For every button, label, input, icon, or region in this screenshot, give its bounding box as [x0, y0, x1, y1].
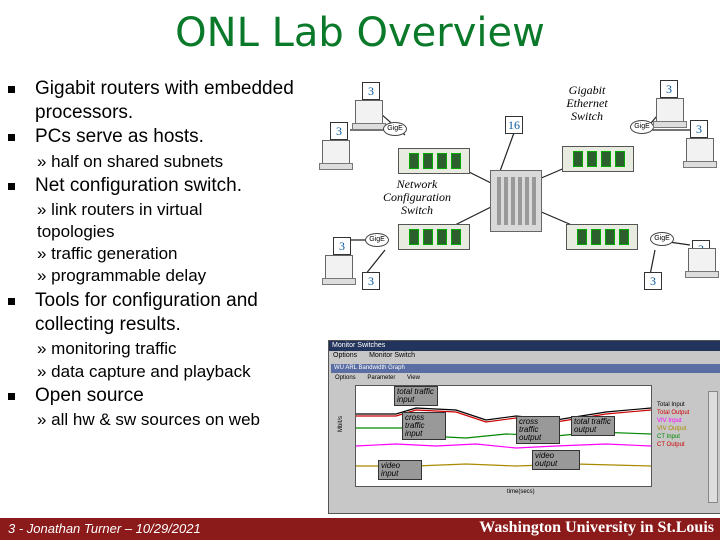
router-icon: [398, 148, 470, 174]
legend-item: CT Output: [657, 442, 685, 448]
pc-icon: [319, 140, 353, 170]
net-config-switch-label: Network Configuration Switch: [382, 177, 451, 217]
graph-xlabel: time(secs): [507, 489, 535, 495]
router-icon: [562, 146, 634, 172]
gige-label: GigE: [650, 232, 674, 246]
menu-view[interactable]: View: [407, 375, 420, 381]
graph-legend: Total Input Total Output VIV Input VIV O…: [657, 401, 715, 449]
annotation-cross-traffic-input: cross traffic input: [402, 412, 446, 440]
monitor-window: Monitor Switches Options Monitor Switch …: [328, 340, 720, 514]
sub-sources-on-web: » all hw & sw sources on web: [37, 410, 260, 429]
pc-count-label: 3: [330, 122, 348, 140]
legend-item: Total Output: [657, 410, 690, 416]
pc-icon: [683, 138, 717, 168]
graph-ylabel: Mbit/s: [338, 415, 345, 433]
pc-icon: [685, 248, 719, 278]
network-switch-icon: [490, 170, 542, 232]
pc-count-label: 3: [333, 237, 351, 255]
graph-window-titlebar: WU ARL Bandwidth Graph: [331, 364, 720, 373]
menu-options[interactable]: Options: [333, 352, 358, 359]
bandwidth-plot: total traffic input cross traffic input …: [355, 385, 652, 487]
footer-text: 3 - Jonathan Turner – 10/29/2021: [8, 521, 201, 536]
pc-count-label: 3: [644, 272, 662, 290]
annotation-total-traffic-output: total traffic output: [571, 416, 615, 436]
scrollbar[interactable]: [708, 391, 718, 503]
switch-port-label: 16: [505, 116, 523, 134]
router-icon: [566, 224, 638, 250]
graph-menubar: Options Parameter View: [331, 374, 717, 383]
annotation-video-input: video input: [378, 460, 422, 480]
sub-monitoring-traffic: » monitoring traffic: [37, 339, 177, 358]
router-icon: [398, 224, 470, 250]
gige-label: GigE: [365, 233, 389, 247]
menu-options[interactable]: Options: [335, 375, 356, 381]
slide-title: ONL Lab Overview: [175, 10, 545, 56]
sub-data-capture: » data capture and playback: [37, 362, 251, 381]
pc-icon: [352, 100, 386, 130]
monitor-menubar: Options Monitor Switch: [329, 351, 720, 361]
monitor-window-titlebar: Monitor Switches: [329, 341, 720, 351]
sub-traffic-generation: » traffic generation: [37, 244, 178, 263]
legend-item: Total Input: [657, 402, 685, 408]
menu-parameter[interactable]: Parameter: [367, 375, 396, 381]
legend-item: VIV Input: [657, 418, 682, 424]
pc-icon: [653, 98, 687, 128]
pc-icon: [322, 255, 356, 285]
legend-item: VIV Output: [657, 426, 687, 432]
pc-count-label: 3: [660, 80, 678, 98]
annotation-cross-traffic-output: cross traffic output: [516, 416, 560, 444]
gige-label: GigE: [630, 120, 654, 134]
university-logo: Washington University in St.Louis: [479, 519, 714, 536]
pc-count-label: 3: [362, 272, 380, 290]
pc-count-label: 3: [690, 120, 708, 138]
pc-count-label: 3: [362, 82, 380, 100]
legend-item: CT Input: [657, 434, 680, 440]
sub-shared-subnets: » half on shared subnets: [37, 152, 224, 171]
menu-monitor-switch[interactable]: Monitor Switch: [369, 352, 415, 359]
footer-bar: 3 - Jonathan Turner – 10/29/2021 Washing…: [0, 518, 720, 540]
gigabit-switch-label: Gigabit Ethernet Switch: [566, 83, 608, 123]
annotation-total-traffic-input: total traffic input: [394, 386, 438, 406]
gige-label: GigE: [383, 122, 407, 136]
sub-link-routers: » link routers in virtual topologies: [37, 200, 203, 241]
sub-programmable-delay: » programmable delay: [37, 266, 207, 285]
annotation-video-output: video output: [532, 450, 580, 470]
